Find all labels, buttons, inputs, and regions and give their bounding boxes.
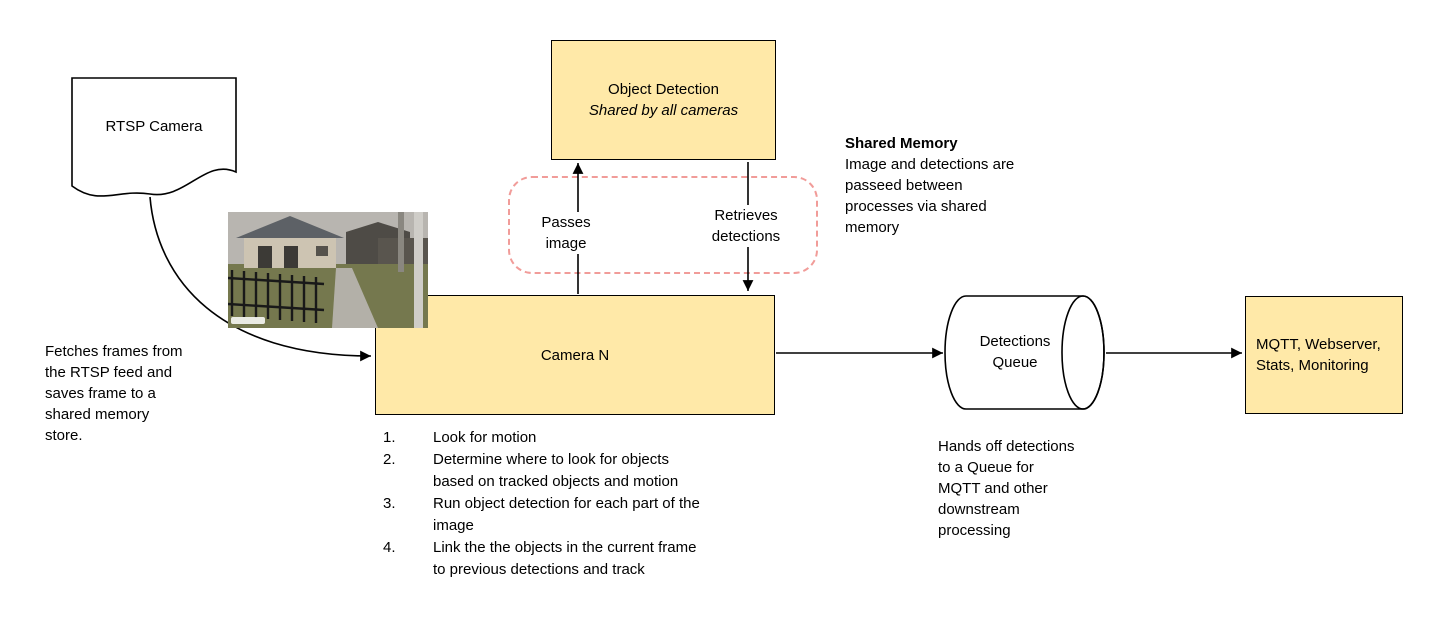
note-line: the RTSP feed and: [45, 364, 173, 381]
object-detection-title: Object Detection: [608, 81, 719, 98]
step-line: Link the the objects in the current fram…: [433, 539, 697, 556]
step-number: 4.: [383, 539, 396, 556]
camera-n-node: Camera N: [375, 295, 775, 415]
step-line: image: [433, 517, 474, 534]
note-line: processing: [938, 522, 1011, 539]
arrow-rtsp-to-camera: [149, 196, 372, 362]
shared-memory-dashed-region: [508, 176, 818, 274]
step-text: Look for motion: [433, 427, 536, 449]
step-number: 2.: [383, 451, 396, 468]
note-line: Image and detections are: [845, 156, 1015, 173]
camera-step-2: 2. Determine where to look for objects b…: [383, 449, 783, 493]
step-line: to previous detections and track: [433, 561, 645, 578]
object-detection-subtitle: Shared by all cameras: [588, 102, 739, 119]
camera-snapshot-image: [228, 212, 428, 328]
note-line: to a Queue for: [938, 459, 1034, 476]
object-detection-node: Object Detection Shared by all cameras: [551, 40, 776, 160]
step-text: Determine where to look for objects base…: [433, 449, 678, 493]
note-line: processes via shared: [845, 198, 987, 215]
note-line: passeed between: [845, 177, 963, 194]
passes-image-label: Passes image: [533, 212, 599, 254]
camera-step-4: 4. Link the the objects in the current f…: [383, 537, 783, 581]
step-text: Run object detection for each part of th…: [433, 493, 700, 537]
note-line: saves frame to a: [45, 385, 156, 402]
camera-n-label: Camera N: [540, 346, 610, 364]
step-line: Run object detection for each part of th…: [433, 495, 700, 512]
mqtt-label: MQTT, Webserver, Stats, Monitoring: [1256, 336, 1381, 374]
step-line: Determine where to look for objects: [433, 451, 669, 468]
note-line: Hands off detections: [938, 438, 1075, 455]
document-shape: [71, 77, 237, 197]
camera-steps-list: 1. Look for motion 2. Determine where to…: [383, 427, 783, 581]
queue-handoff-note: Hands off detections to a Queue for MQTT…: [938, 436, 1123, 541]
shared-memory-title: Shared Memory: [845, 135, 958, 152]
mqtt-node: MQTT, Webserver, Stats, Monitoring: [1245, 296, 1403, 414]
note-line: Fetches frames from: [45, 343, 183, 360]
step-number: 3.: [383, 495, 396, 512]
rtsp-camera-label: RTSP Camera: [105, 118, 203, 135]
fence: [228, 270, 325, 323]
queue-cylinder-cap: [1061, 295, 1105, 410]
note-line: MQTT and other: [938, 480, 1048, 497]
note-line: shared memory: [45, 406, 150, 423]
camera-step-1: 1. Look for motion: [383, 427, 783, 449]
note-line: memory: [845, 219, 900, 236]
retrieves-detections-label: Retrieves detections: [704, 205, 788, 247]
note-line: downstream: [938, 501, 1020, 518]
step-line: Look for motion: [433, 429, 537, 446]
step-text: Link the the objects in the current fram…: [433, 537, 696, 581]
note-line: store.: [45, 427, 83, 444]
fetch-frames-note: Fetches frames from the RTSP feed and sa…: [45, 341, 235, 446]
step-number: 1.: [383, 429, 396, 446]
shared-memory-note: Shared Memory Image and detections are p…: [845, 133, 1075, 238]
detections-queue-label: Detections Queue: [979, 333, 1051, 371]
camera-step-3: 3. Run object detection for each part of…: [383, 493, 783, 537]
step-line: based on tracked objects and motion: [433, 473, 679, 490]
